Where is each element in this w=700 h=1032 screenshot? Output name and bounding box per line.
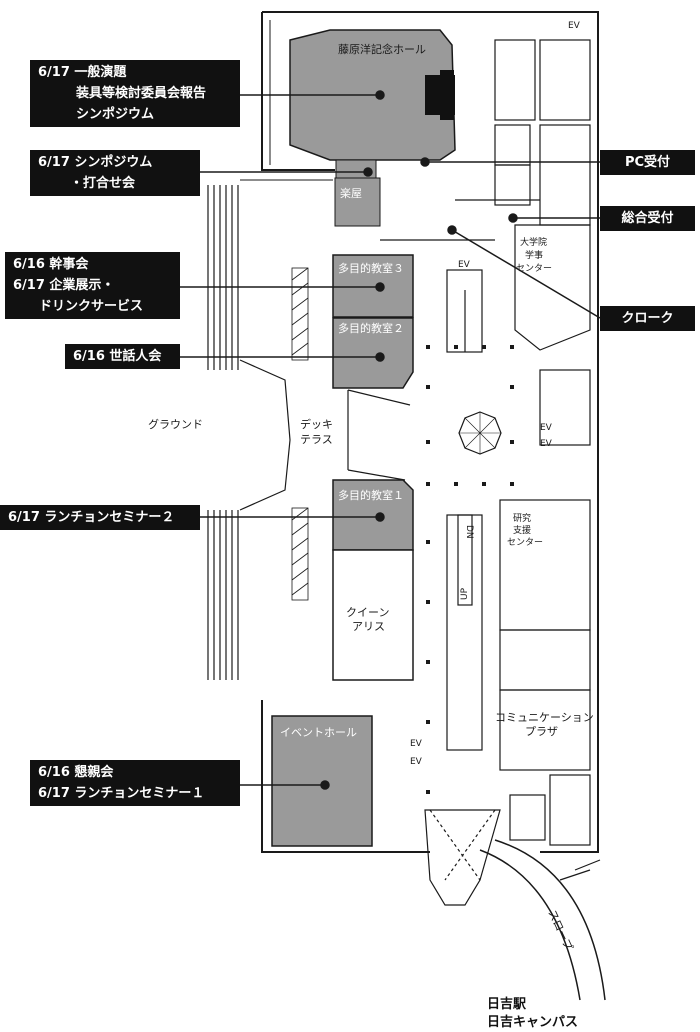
grad-office-label-3: センター — [516, 263, 552, 274]
to-campus-label: 日吉キャンパス — [487, 1015, 578, 1030]
deck-label-1: デッキ — [300, 417, 333, 431]
label-ippan: 6/17 一般演題 装具等検討委員会報告 シンポジウム — [30, 60, 240, 127]
label-ippan-line-1: 6/17 一般演題 — [38, 65, 127, 80]
atrium — [347, 269, 502, 751]
label-konshinkai: 6/16 懇親会 6/17 ランチョンセミナー１ — [30, 760, 240, 806]
building-walls — [261, 11, 599, 853]
fujiwara-hall-label: 藤原洋記念ホール — [338, 42, 426, 56]
label-luncheon-2-text: 6/17 ランチョンセミナー２ — [8, 510, 175, 525]
comm-plaza-label-1: コミュニケーション — [495, 711, 594, 724]
label-ippan-line-3: シンポジウム — [76, 107, 155, 122]
research-label-1: 研究 — [513, 512, 531, 524]
grad-office-label-1: 大学院 — [520, 236, 547, 248]
research-label-2: 支援 — [513, 524, 531, 536]
label-kanjikai: 6/16 幹事会 6/17 企業展示・ ドリンクサービス — [5, 252, 180, 319]
queen-alice-label-2: アリス — [352, 620, 385, 633]
label-sewaninkai-text: 6/16 世話人会 — [73, 349, 162, 364]
tamokuteki-3-label: 多目的教室３ — [338, 261, 404, 275]
label-sewaninkai: 6/16 世話人会 — [65, 344, 180, 369]
label-symposium-line-1: 6/17 シンポジウム — [38, 155, 153, 170]
label-cloak: クローク — [600, 306, 695, 331]
entrance-slope — [424, 809, 606, 1001]
ev-label-3: EV — [540, 423, 553, 433]
tamokuteki-2-label: 多目的教室２ — [338, 321, 404, 335]
ev-label-6: EV — [410, 757, 423, 767]
gakuya-room — [334, 177, 381, 227]
up-label: UP — [460, 587, 470, 600]
deck-label-2: テラス — [300, 433, 333, 446]
tamokuteki-2-room — [332, 317, 414, 389]
slope-label: スロープ — [545, 908, 575, 953]
tamokuteki-1-room — [332, 479, 414, 551]
queen-alice-room — [332, 549, 414, 681]
queen-alice-label-1: クイーン — [346, 606, 389, 619]
ev-label-1: EV — [568, 21, 581, 31]
label-ippan-line-2: 装具等検討委員会報告 — [76, 86, 207, 101]
pointer-lines — [180, 90, 601, 790]
label-symposium-meeting: 6/17 シンポジウム ・打合せ会 — [30, 150, 200, 196]
columns — [426, 345, 514, 794]
label-kanjikai-line-2: 6/17 企業展示・ — [13, 278, 115, 293]
label-pc-reception: PC受付 — [600, 150, 695, 175]
label-general-reception: 総合受付 — [600, 206, 695, 231]
ground-steps — [207, 185, 239, 680]
hatched-stairs — [291, 267, 309, 601]
gakuya-label: 楽屋 — [340, 187, 362, 200]
dn-label: DN — [464, 525, 474, 539]
label-general-reception-text: 総合受付 — [621, 211, 674, 226]
comm-plaza-label-2: プラザ — [525, 725, 558, 738]
tamokuteki-1-label: 多目的教室１ — [338, 488, 404, 502]
to-station-label: 日吉駅 — [487, 997, 527, 1012]
label-pc-reception-text: PC受付 — [624, 155, 671, 170]
ev-label-2: EV — [458, 260, 471, 270]
label-cloak-text: クローク — [621, 311, 674, 326]
ev-label-4: EV — [540, 439, 553, 449]
grad-office-label-2: 学事 — [525, 249, 543, 261]
tamokuteki-3-room — [332, 254, 414, 318]
ground-label: グラウンド — [148, 417, 203, 431]
event-hall-room — [271, 715, 373, 847]
ev-label-5: EV — [410, 739, 423, 749]
label-luncheon-2: 6/17 ランチョンセミナー２ — [0, 505, 200, 530]
label-symposium-line-2: ・打合せ会 — [70, 176, 136, 191]
label-konshinkai-line-1: 6/16 懇親会 — [38, 765, 114, 780]
event-hall-label: イベントホール — [280, 726, 357, 739]
label-kanjikai-line-3: ドリンクサービス — [39, 299, 144, 314]
right-rooms — [380, 39, 591, 846]
deck-edge — [239, 359, 291, 511]
research-label-3: センター — [507, 537, 543, 548]
label-kanjikai-line-1: 6/16 幹事会 — [13, 257, 89, 272]
label-konshinkai-line-2: 6/17 ランチョンセミナー１ — [38, 786, 205, 801]
